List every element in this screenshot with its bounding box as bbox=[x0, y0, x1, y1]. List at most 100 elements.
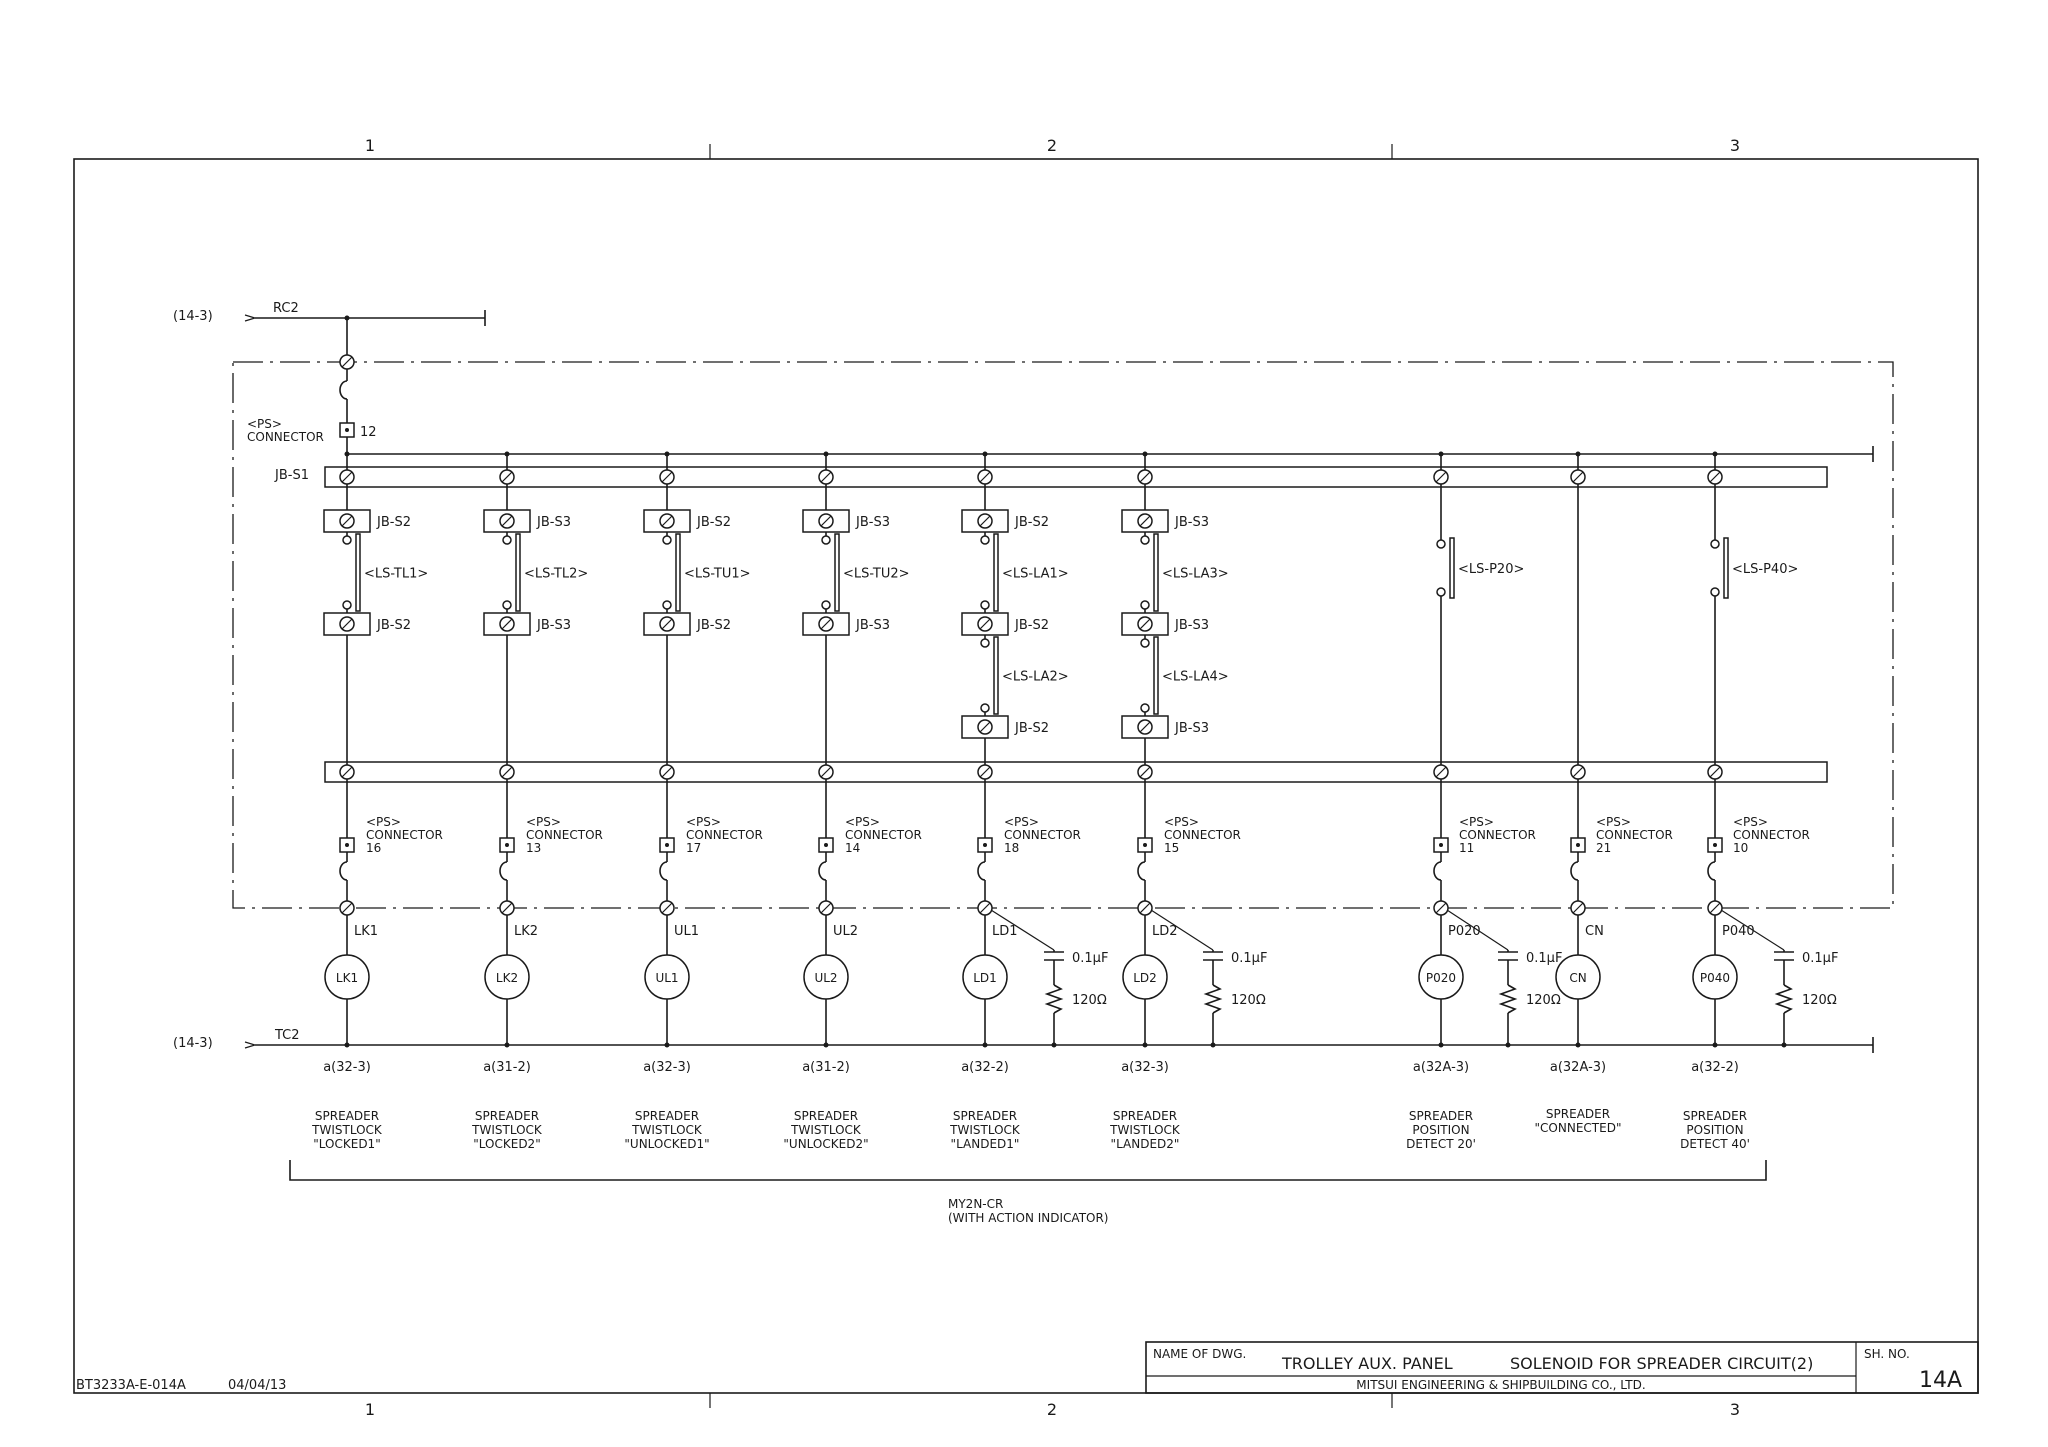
switch-contact bbox=[1710, 539, 1720, 549]
ps-tag: <PS> bbox=[1164, 815, 1199, 829]
junction-dot bbox=[504, 1042, 510, 1048]
junction-dot bbox=[1712, 1042, 1718, 1048]
circuit-description: SPREADER bbox=[1683, 1109, 1747, 1123]
jb-label: JB-S3 bbox=[1174, 721, 1209, 736]
zone-marker-top: 2 bbox=[1047, 136, 1057, 155]
jb-label: JB-S3 bbox=[536, 515, 571, 530]
capacitor-value: 0.1μF bbox=[1802, 951, 1838, 966]
limit-switch-actuator bbox=[515, 533, 521, 612]
wire bbox=[990, 909, 1055, 951]
connector-label: CONNECTOR bbox=[1733, 828, 1810, 842]
circuit-description: "LOCKED2" bbox=[473, 1137, 540, 1151]
jb-label: JB-S2 bbox=[696, 515, 731, 530]
limit-switch-label: <LS-TL1> bbox=[364, 567, 428, 582]
limit-switch-label: <LS-LA1> bbox=[1002, 567, 1069, 582]
terminal-slash bbox=[1139, 515, 1151, 527]
zone-marker-bottom: 3 bbox=[1730, 1400, 1740, 1419]
connector-label: CONNECTOR bbox=[845, 828, 922, 842]
connector-label: CONNECTOR bbox=[1164, 828, 1241, 842]
jb-label: JB-S3 bbox=[1174, 515, 1209, 530]
connector-socket bbox=[977, 861, 986, 881]
drawing-date: 04/04/13 bbox=[228, 1378, 286, 1393]
circuit-description: SPREADER bbox=[1113, 1109, 1177, 1123]
junction-dot bbox=[1051, 1042, 1057, 1048]
limit-switch-actuator bbox=[993, 636, 999, 715]
connector-number: 16 bbox=[366, 841, 381, 855]
limit-switch-actuator bbox=[355, 533, 361, 612]
switch-contact bbox=[980, 703, 990, 713]
top-feed-ref: (14-3) bbox=[173, 309, 213, 324]
resistor-value: 120Ω bbox=[1802, 993, 1837, 1008]
terminal-slash bbox=[501, 471, 513, 483]
circuit-description: TWISTLOCK bbox=[471, 1123, 543, 1137]
circuit-description: SPREADER bbox=[315, 1109, 379, 1123]
terminal-slash bbox=[1139, 618, 1151, 630]
switch-contact bbox=[1436, 587, 1446, 597]
terminal-slash bbox=[1709, 902, 1721, 914]
wire bbox=[1446, 909, 1509, 951]
dwg-name-1: TROLLEY AUX. PANEL bbox=[1281, 1354, 1453, 1373]
relay-bracket bbox=[289, 1160, 1767, 1181]
ps-tag: <PS> bbox=[686, 815, 721, 829]
circuit-description: SPREADER bbox=[1546, 1107, 1610, 1121]
limit-switch-label: <LS-LA4> bbox=[1162, 670, 1229, 685]
circuit-description: "LANDED1" bbox=[951, 1137, 1020, 1151]
terminal-slash bbox=[1435, 902, 1447, 914]
contact-ref: a(32A-3) bbox=[1413, 1060, 1469, 1075]
junction-dot bbox=[982, 1042, 988, 1048]
wire-label: P040 bbox=[1722, 924, 1755, 939]
terminal-slash bbox=[661, 515, 673, 527]
terminal-slash bbox=[661, 471, 673, 483]
limit-switch-label: <LS-TU1> bbox=[684, 567, 751, 582]
circuit-description: TWISTLOCK bbox=[949, 1123, 1021, 1137]
jb-main-label: JB-S1 bbox=[274, 468, 309, 483]
resistor-symbol bbox=[1774, 984, 1794, 1014]
terminal-slash bbox=[820, 766, 832, 778]
circuit-description: SPREADER bbox=[953, 1109, 1017, 1123]
wire-label: LK2 bbox=[514, 924, 538, 939]
sheet-number: 14A bbox=[1919, 1368, 1962, 1393]
limit-switch-actuator bbox=[1723, 537, 1729, 599]
connector-socket bbox=[1707, 861, 1716, 881]
terminal-slash bbox=[341, 902, 353, 914]
ps-tag: <PS> bbox=[247, 417, 282, 431]
limit-switch-actuator bbox=[993, 533, 999, 612]
main-connector-number: 12 bbox=[360, 425, 377, 440]
junction-dot bbox=[664, 1042, 670, 1048]
connector-pin-dot bbox=[345, 428, 349, 432]
terminal-slash bbox=[1435, 766, 1447, 778]
terminal-slash bbox=[1139, 766, 1151, 778]
connector-label: CONNECTOR bbox=[1004, 828, 1081, 842]
limit-switch-label: <LS-P20> bbox=[1458, 562, 1524, 577]
contact-ref: a(31-2) bbox=[802, 1060, 850, 1075]
terminal-slash bbox=[341, 766, 353, 778]
switch-contact bbox=[980, 638, 990, 648]
switch-contact bbox=[1710, 587, 1720, 597]
connector-number: 11 bbox=[1459, 841, 1474, 855]
limit-switch-actuator bbox=[834, 533, 840, 612]
connector-label: CONNECTOR bbox=[526, 828, 603, 842]
limit-switch-label: <LS-LA2> bbox=[1002, 670, 1069, 685]
terminal-slash bbox=[1572, 471, 1584, 483]
ps-tag: <PS> bbox=[1596, 815, 1631, 829]
capacitor-value: 0.1μF bbox=[1231, 951, 1267, 966]
connector-label: CONNECTOR bbox=[686, 828, 763, 842]
contact-ref: a(32-2) bbox=[961, 1060, 1009, 1075]
connector-socket bbox=[339, 861, 348, 881]
connector-label: CONNECTOR bbox=[247, 430, 324, 444]
terminal-slash bbox=[820, 515, 832, 527]
terminal-slash bbox=[341, 515, 353, 527]
connector-socket bbox=[659, 861, 668, 881]
circuit-description: SPREADER bbox=[635, 1109, 699, 1123]
switch-contact bbox=[342, 535, 352, 545]
dwg-name-2: SOLENOID FOR SPREADER CIRCUIT(2) bbox=[1510, 1354, 1813, 1373]
terminal-slash bbox=[501, 618, 513, 630]
terminal-slash bbox=[501, 902, 513, 914]
jb-label: JB-S2 bbox=[1014, 721, 1049, 736]
sheet-no-label: SH. NO. bbox=[1864, 1347, 1910, 1361]
contact-ref: a(32-3) bbox=[643, 1060, 691, 1075]
company-name: MITSUI ENGINEERING & SHIPBUILDING CO., L… bbox=[1356, 1378, 1645, 1392]
resistor-value: 120Ω bbox=[1072, 993, 1107, 1008]
jb-label: JB-S2 bbox=[1014, 618, 1049, 633]
switch-contact bbox=[342, 600, 352, 610]
